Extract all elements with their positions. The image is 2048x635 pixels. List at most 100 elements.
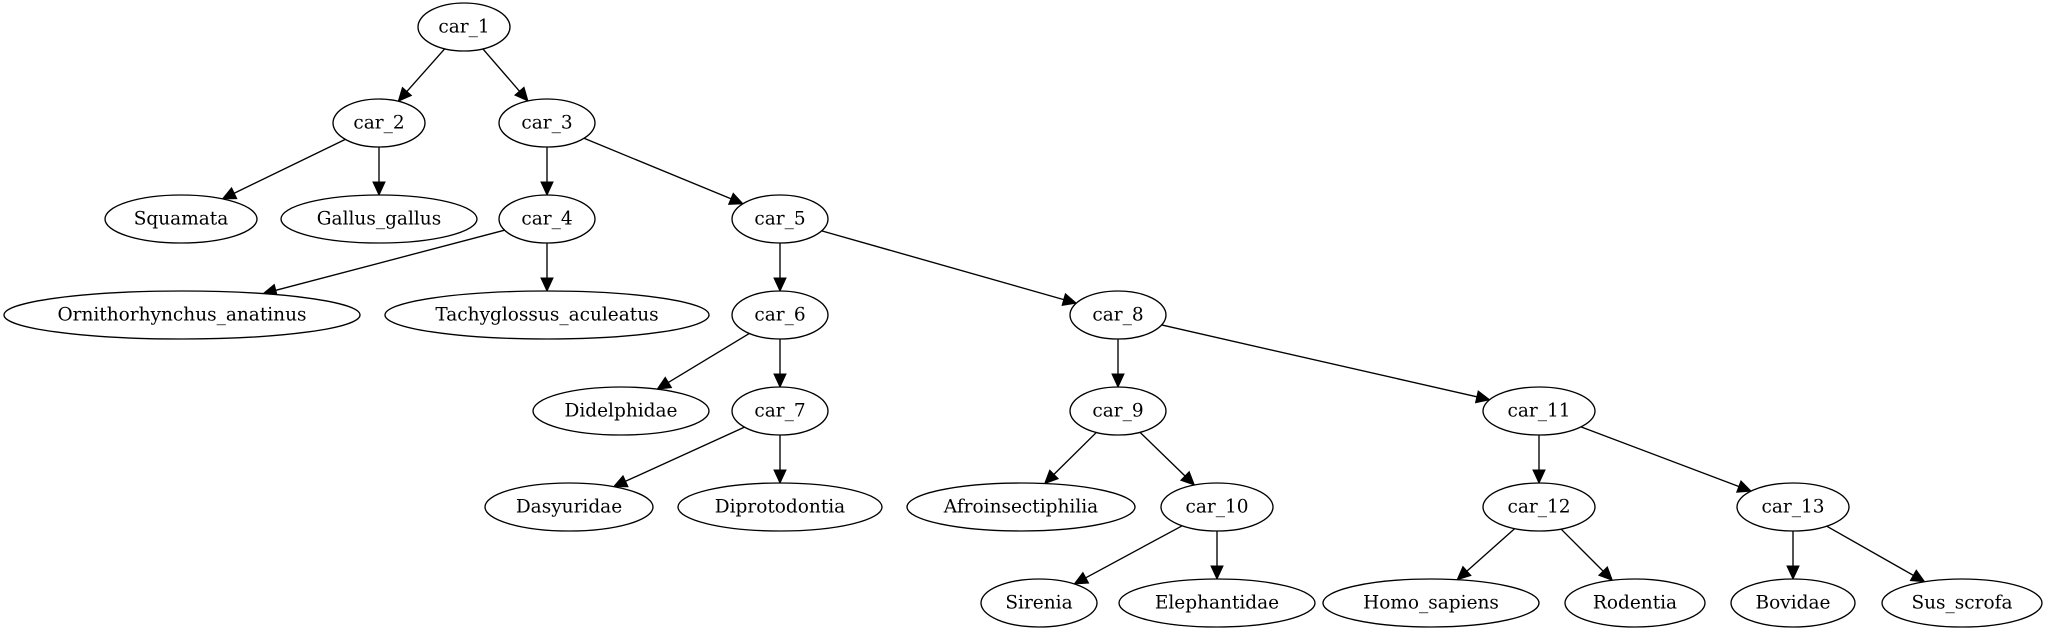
arrowhead-icon — [773, 469, 787, 485]
arrowhead-icon — [1909, 569, 1926, 583]
node-ellipse — [498, 194, 596, 244]
arrowhead-icon — [727, 192, 745, 205]
edge-car-2-to-squamata — [221, 138, 346, 200]
node-ellipse — [280, 194, 478, 244]
arrowhead-icon — [1597, 565, 1614, 582]
node-car-10: car_10 — [1160, 482, 1274, 532]
node-sus-scrofa: Sus_scrofa — [1881, 578, 2043, 628]
node-sirenia: Sirenia — [980, 578, 1098, 628]
node-ellipse — [906, 482, 1136, 532]
edge-line — [625, 426, 745, 482]
node-ellipse — [731, 194, 829, 244]
arrowhead-icon — [1061, 292, 1078, 306]
edge-car-8-to-car-9 — [1111, 339, 1125, 389]
node-car-3: car_3 — [498, 98, 596, 148]
node-label: car_12 — [1507, 497, 1570, 518]
node-car-4: car_4 — [498, 194, 596, 244]
edge-line — [406, 48, 446, 92]
node-car-5: car_5 — [731, 194, 829, 244]
arrowhead-icon — [1474, 390, 1491, 404]
node-homo-sapiens: Homo_sapiens — [1322, 578, 1540, 628]
node-ellipse — [1482, 482, 1596, 532]
edge-car-12-to-rodentia — [1560, 528, 1614, 582]
arrowhead-icon — [1043, 469, 1060, 485]
edge-line — [1085, 525, 1183, 579]
arrowhead-icon — [372, 181, 386, 197]
node-squamata: Squamata — [104, 194, 258, 244]
node-car-1: car_1 — [417, 2, 511, 52]
node-ellipse — [484, 482, 654, 532]
node-elephantidae: Elephantidae — [1118, 578, 1316, 628]
node-gallus-gallus: Gallus_gallus — [280, 194, 478, 244]
node-label: Dasyuridae — [516, 497, 622, 518]
edge-car-9-to-afroinsectiphilia — [1043, 431, 1097, 485]
node-label: Rodentia — [1593, 593, 1677, 614]
edge-line — [821, 230, 1064, 301]
edge-car-5-to-car-6 — [773, 243, 787, 293]
node-ellipse — [731, 386, 829, 436]
node-ellipse — [1118, 578, 1316, 628]
edge-line — [1053, 431, 1097, 475]
edge-car-10-to-sirenia — [1073, 525, 1183, 585]
edge-car-13-to-bovidae — [1786, 531, 1800, 581]
edge-car-5-to-car-8 — [821, 230, 1078, 306]
edge-car-4-to-tachyglossus-aculeatus — [540, 243, 554, 293]
node-label: Afroinsectiphilia — [943, 497, 1098, 518]
node-ellipse — [1730, 578, 1856, 628]
node-label: Elephantidae — [1155, 593, 1279, 614]
edge-car-11-to-car-13 — [1580, 426, 1753, 493]
node-car-9: car_9 — [1069, 386, 1167, 436]
node-ellipse — [104, 194, 258, 244]
edge-line — [482, 48, 520, 92]
edge-car-8-to-car-11 — [1161, 324, 1491, 404]
edge-line — [668, 332, 750, 383]
arrowhead-icon — [1210, 565, 1224, 581]
node-ellipse — [532, 386, 710, 436]
node-ellipse — [498, 98, 596, 148]
node-ellipse — [1069, 290, 1167, 340]
node-car-12: car_12 — [1482, 482, 1596, 532]
arrowhead-icon — [612, 474, 629, 488]
node-label: car_4 — [521, 209, 572, 230]
edge-car-13-to-sus-scrofa — [1826, 525, 1926, 583]
node-ellipse — [1736, 482, 1850, 532]
edge-car-6-to-didelphidae — [656, 332, 750, 390]
node-label: Homo_sapiens — [1363, 593, 1499, 614]
node-label: Squamata — [134, 209, 229, 230]
edge-car-12-to-homo-sapiens — [1456, 528, 1516, 581]
arrowhead-icon — [1735, 480, 1753, 493]
edge-line — [275, 229, 505, 291]
edge-line — [1580, 426, 1740, 488]
node-label: Sus_scrofa — [1911, 593, 2012, 614]
node-diprotodontia: Diprotodontia — [677, 482, 883, 532]
arrowhead-icon — [1786, 565, 1800, 581]
node-bovidae: Bovidae — [1730, 578, 1856, 628]
node-label: car_1 — [438, 17, 489, 38]
arrowhead-icon — [656, 376, 673, 390]
node-label: Diprotodontia — [715, 497, 845, 518]
node-ellipse — [980, 578, 1098, 628]
node-label: Didelphidae — [565, 401, 678, 422]
node-car-11: car_11 — [1482, 386, 1596, 436]
arrowhead-icon — [1073, 571, 1090, 585]
node-label: car_5 — [754, 209, 805, 230]
node-ellipse — [1160, 482, 1274, 532]
arrowhead-icon — [513, 86, 529, 102]
node-car-13: car_13 — [1736, 482, 1850, 532]
node-ellipse — [3, 290, 361, 340]
arrowhead-icon — [540, 277, 554, 293]
arrowhead-icon — [221, 186, 238, 200]
edge-car-10-to-elephantidae — [1210, 531, 1224, 581]
node-ellipse — [1069, 386, 1167, 436]
node-ellipse — [677, 482, 883, 532]
edge-line — [1560, 528, 1604, 572]
arrowhead-icon — [397, 86, 413, 103]
node-tachyglossus-aculeatus: Tachyglossus_aculeatus — [384, 290, 710, 340]
node-label: car_2 — [353, 113, 404, 134]
node-label: Gallus_gallus — [317, 209, 441, 230]
node-car-6: car_6 — [731, 290, 829, 340]
edge-car-11-to-car-12 — [1532, 435, 1546, 485]
edge-line — [1139, 431, 1186, 477]
